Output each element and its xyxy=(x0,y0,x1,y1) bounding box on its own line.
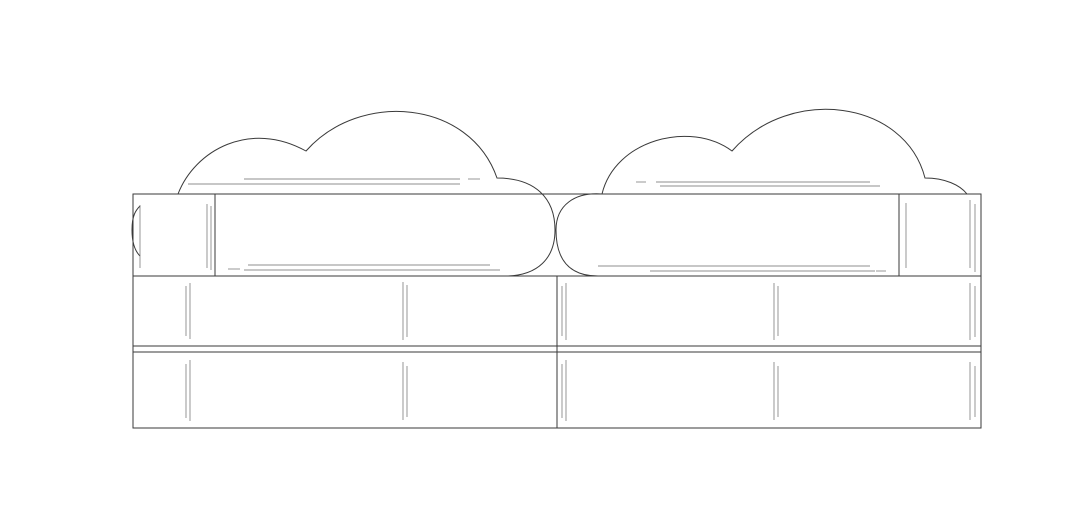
lower-panel-hatching xyxy=(185,360,976,421)
right-post xyxy=(898,193,982,277)
cloud-headboard-right xyxy=(555,108,968,277)
bed-frame xyxy=(132,193,982,429)
cloud-headboard-left xyxy=(131,111,556,277)
left-post xyxy=(132,193,216,277)
upper-panel-hatching xyxy=(185,282,976,340)
